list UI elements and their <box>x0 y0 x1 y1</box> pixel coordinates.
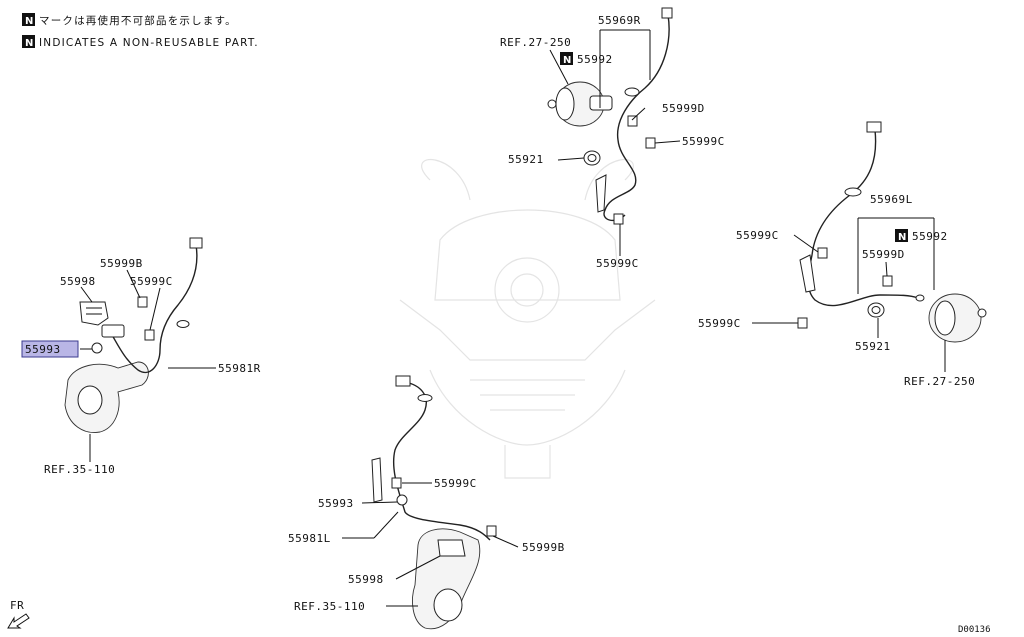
grommet <box>624 87 640 97</box>
label-55999C-left: 55999C <box>130 275 173 288</box>
label-55999C-top-b: 55999C <box>596 257 639 270</box>
sensor-body <box>589 95 613 111</box>
label-55998-bottom: 55998 <box>348 573 384 586</box>
bolt <box>486 525 497 537</box>
nut <box>91 342 103 354</box>
connector <box>395 375 411 387</box>
connector <box>661 7 673 19</box>
sensor-body <box>101 324 125 338</box>
hub-flange <box>555 87 575 121</box>
front-arrow-icon <box>7 613 30 629</box>
watermark <box>399 159 656 479</box>
bracket <box>799 254 816 293</box>
bracket <box>371 457 383 503</box>
n-symbol-box <box>22 13 35 26</box>
clip-ring-inner <box>871 306 881 314</box>
label-55969R: 55969R <box>598 14 641 27</box>
highlight-55993[interactable] <box>21 340 79 358</box>
label-55998-left: 55998 <box>60 275 96 288</box>
o-ring <box>915 294 925 302</box>
label-55981R: 55981R <box>218 362 261 375</box>
label-55992-top: 55992 <box>577 53 613 66</box>
front-direction-indicator: FR <box>7 599 30 629</box>
n-symbol-box <box>560 52 573 65</box>
n-symbol: N <box>25 38 33 49</box>
hub-stud <box>977 308 987 318</box>
label-55999C-right-b: 55999C <box>698 317 741 330</box>
label-55999C-bottom: 55999C <box>434 477 477 490</box>
label-55993-bottom: 55993 <box>318 497 354 510</box>
bolt <box>627 115 638 127</box>
label-55992-right: 55992 <box>912 230 948 243</box>
note-japanese: マークは再使用不可部品を示します。 <box>39 14 237 27</box>
n-symbol: N <box>898 232 906 243</box>
label-55999B-bottom: 55999B <box>522 541 565 554</box>
hub-stud <box>547 99 557 109</box>
knuckle <box>64 361 149 433</box>
bracket <box>437 539 466 557</box>
connector <box>866 121 882 133</box>
assembly-front-left: 55999C 55993 55981L 55999B 55998 REF.35-… <box>288 375 565 630</box>
knuckle-bore <box>433 588 463 622</box>
non-reusable-note: N マークは再使用不可部品を示します。 N INDICATES A NON-RE… <box>22 13 259 49</box>
n-symbol: N <box>25 16 33 27</box>
label-55921-top: 55921 <box>508 153 544 166</box>
grommet <box>844 187 862 197</box>
knuckle-bore <box>77 385 103 415</box>
grommet <box>176 320 190 328</box>
label-55999C-right-a: 55999C <box>736 229 779 242</box>
diagram-code: D00136 <box>958 625 991 635</box>
connector <box>189 237 203 249</box>
assembly-rear-right: 55969R REF.27-250 N 55992 55999D 55999C … <box>500 7 725 270</box>
bracket <box>595 174 607 213</box>
assembly-front-right: 55999B 55998 55999C 55993 55981R REF.35-… <box>21 237 261 476</box>
bolt <box>817 247 828 259</box>
label-55999D-top: 55999D <box>662 102 705 115</box>
label-55981L: 55981L <box>288 532 331 545</box>
assembly-rear-left: 55969L 55999C N 55992 55999D 55999C 5592… <box>698 121 987 388</box>
hub-flange <box>934 300 956 336</box>
bolt <box>144 329 155 341</box>
n-symbol-box <box>895 229 908 242</box>
bolt <box>797 317 808 329</box>
label-55999D-right: 55999D <box>862 248 905 261</box>
label-55999C-top-a: 55999C <box>682 135 725 148</box>
bolt <box>137 296 148 308</box>
n-symbol: N <box>563 55 571 66</box>
n-symbol-box <box>22 35 35 48</box>
label-ref-27-250-top: REF.27-250 <box>500 36 571 49</box>
label-ref-35-110-left: REF.35-110 <box>44 463 115 476</box>
nut <box>396 494 408 506</box>
label-55999B-left: 55999B <box>100 257 143 270</box>
fr-label: FR <box>10 599 24 612</box>
label-ref-35-110-bottom: REF.35-110 <box>294 600 365 613</box>
clip-ring-inner <box>587 154 597 162</box>
label-55969L: 55969L <box>870 193 913 206</box>
label-ref-27-250-right: REF.27-250 <box>904 375 975 388</box>
bolt <box>645 137 656 149</box>
note-english: INDICATES A NON-REUSABLE PART. <box>39 37 259 49</box>
label-55921-right: 55921 <box>855 340 891 353</box>
bolt <box>882 275 893 287</box>
bolt <box>613 213 624 225</box>
label-55993-left[interactable]: 55993 <box>25 343 61 356</box>
grommet <box>417 394 433 402</box>
bolt <box>391 477 402 489</box>
